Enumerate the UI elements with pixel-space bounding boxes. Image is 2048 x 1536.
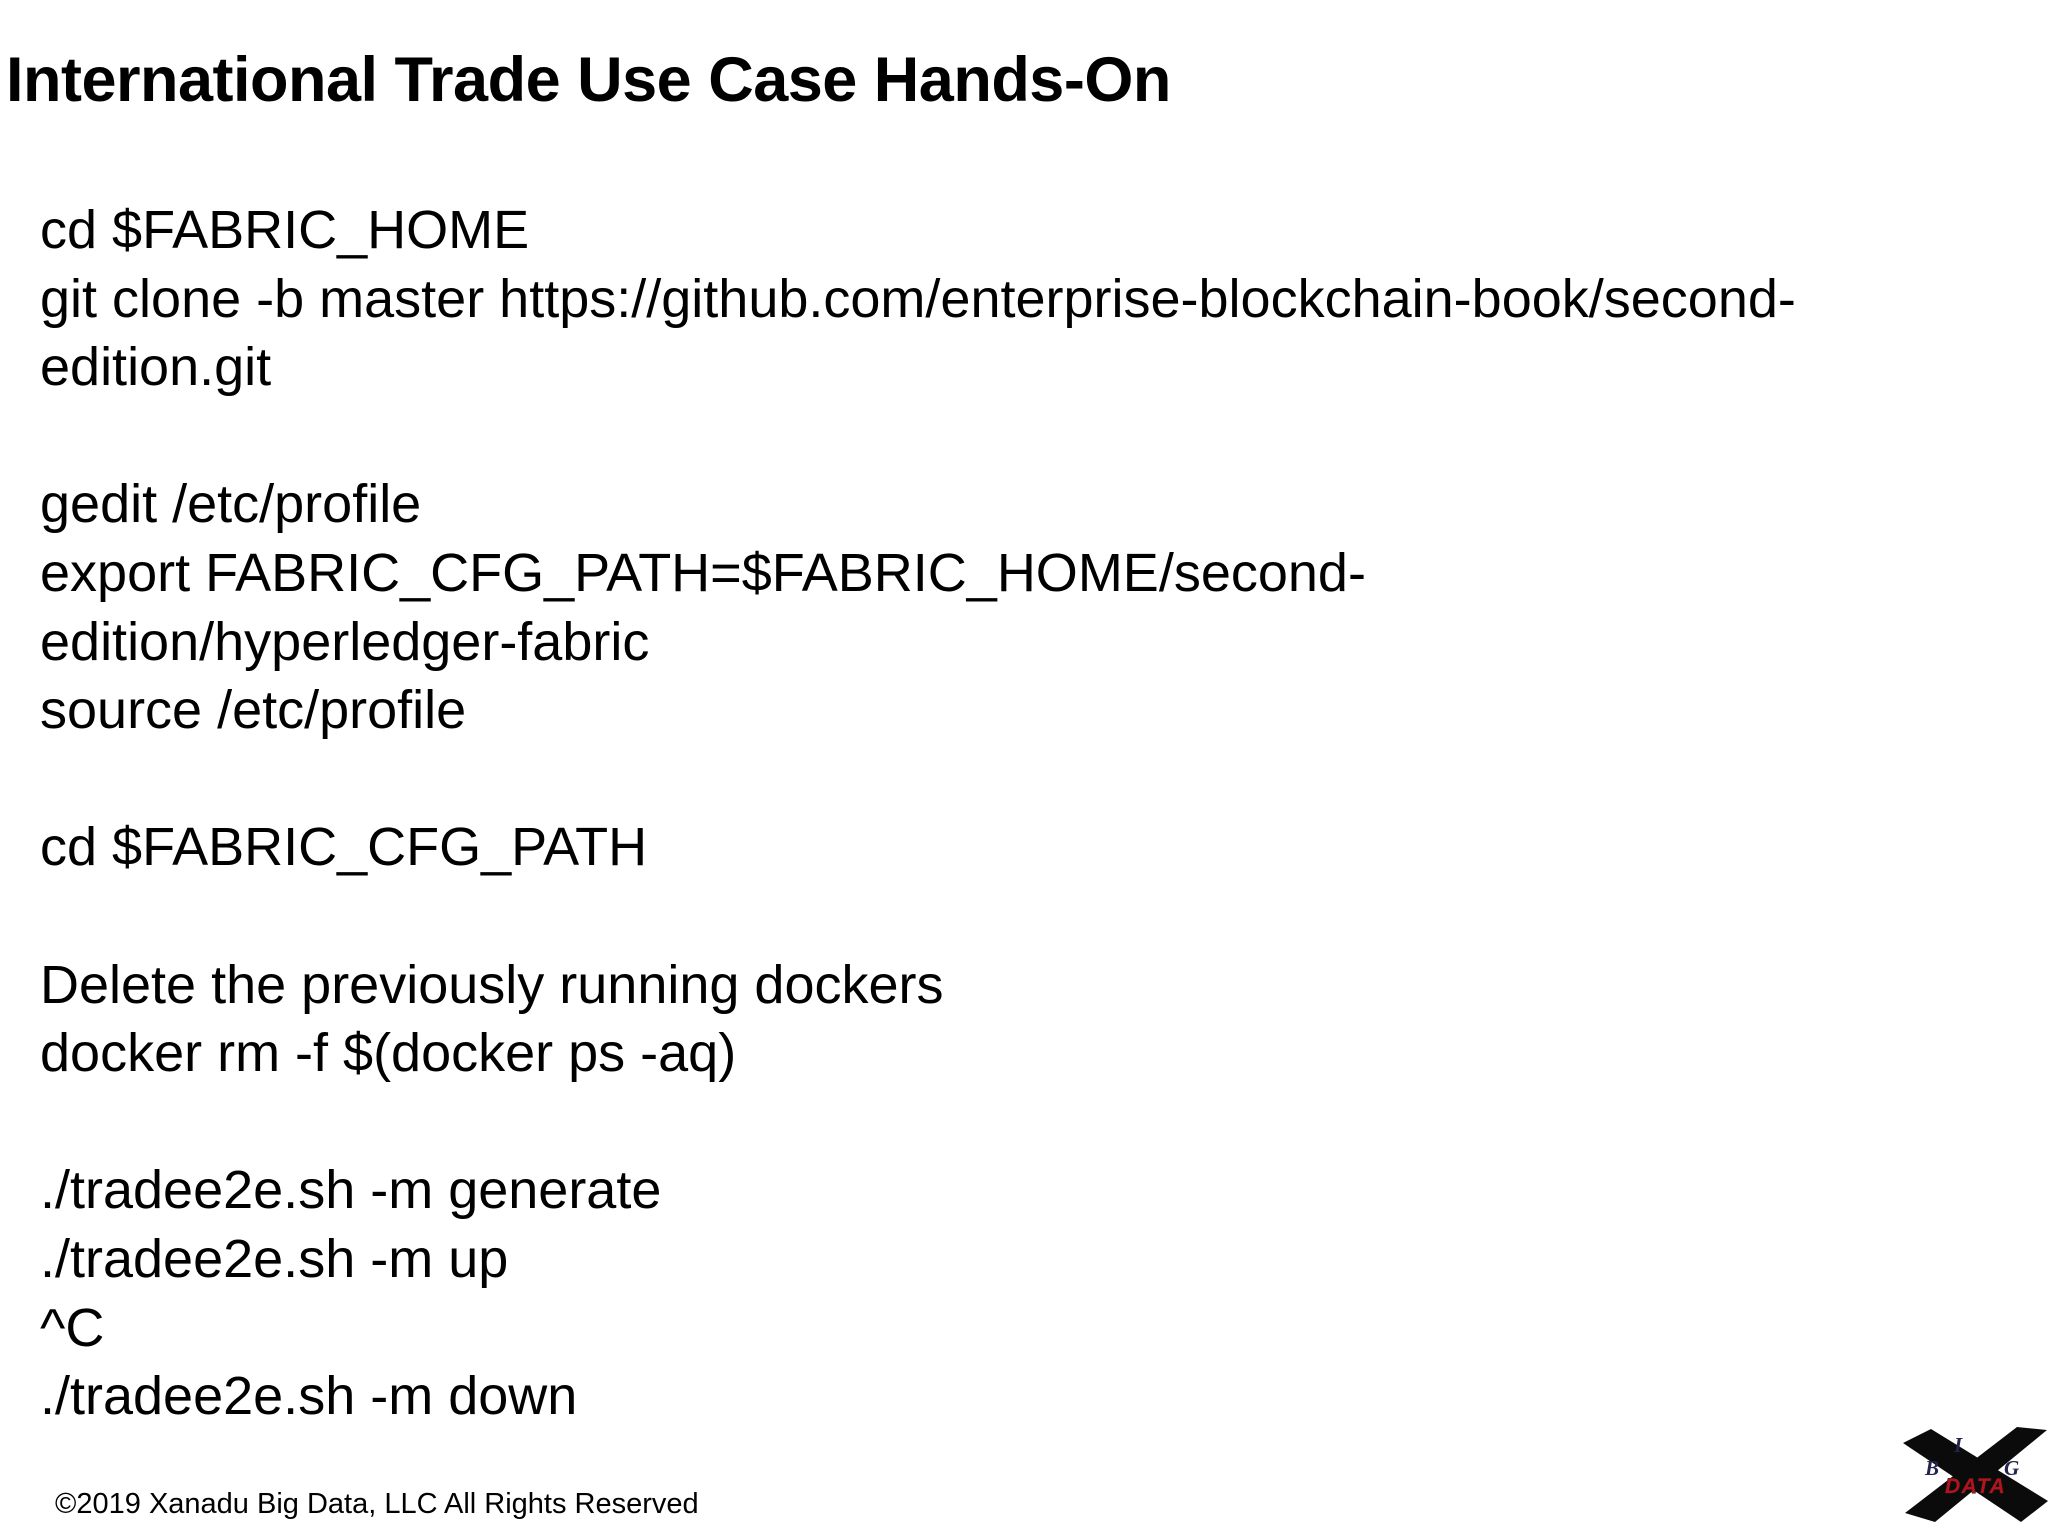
xanadu-big-data-logo: B I G DATA <box>1903 1427 2048 1522</box>
command-instructions: cd $FABRIC_HOME git clone -b master http… <box>40 196 1796 1431</box>
text-line: export FABRIC_CFG_PATH=$FABRIC_HOME/seco… <box>40 542 1366 603</box>
text-line: edition.git <box>40 337 272 398</box>
text-line: gedit /etc/profile <box>40 474 422 535</box>
page-title: International Trade Use Case Hands-On <box>6 45 1171 115</box>
spacer-line <box>40 1088 1796 1157</box>
logo-letter-g: G <box>2004 1456 2019 1480</box>
text-line: ./tradee2e.sh -m generate <box>40 1160 662 1221</box>
text-line: cd $FABRIC_HOME <box>40 200 530 260</box>
text-line: ./tradee2e.sh -m up <box>40 1228 509 1289</box>
logo-x-slash-stroke <box>1905 1427 2047 1522</box>
text-line: git clone -b master https://github.com/e… <box>40 268 1796 329</box>
text-line: ./tradee2e.sh -m down <box>40 1366 578 1427</box>
logo-data-word: DATA <box>1945 1475 2006 1498</box>
spacer-line <box>40 882 1796 951</box>
text-line: edition/hyperledger-fabric <box>40 611 650 672</box>
text-line: ^C <box>40 1297 105 1358</box>
text-line: Delete the previously running dockers <box>40 954 944 1015</box>
text-line: docker rm -f $(docker ps -aq) <box>40 1023 737 1084</box>
text-line: source /etc/profile <box>40 680 467 741</box>
logo-letter-i: I <box>1953 1433 1963 1457</box>
text-line: cd $FABRIC_CFG_PATH <box>40 817 648 878</box>
copyright-text: ©2019 Xanadu Big Data, LLC All Rights Re… <box>55 1488 699 1520</box>
spacer-line <box>40 402 1796 471</box>
logo-letter-b: B <box>1924 1456 1939 1480</box>
spacer-line <box>40 745 1796 814</box>
